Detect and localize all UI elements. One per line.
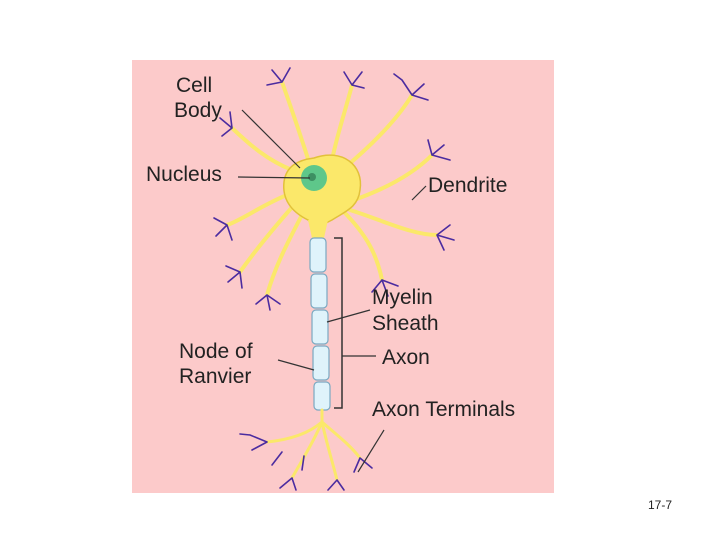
axon-label: Axon	[382, 346, 430, 369]
dendrite-label: Dendrite	[428, 174, 507, 197]
node-label-line1: Node of	[179, 340, 253, 363]
myelin-segment	[311, 309, 329, 345]
myelin-segment	[310, 273, 328, 309]
nucleolus	[308, 173, 316, 181]
myelin-label-line2: Sheath	[372, 312, 439, 335]
myelin-segment	[309, 237, 327, 273]
myelin-sheath-segments	[309, 237, 331, 411]
cell-body-label: Cell Body	[174, 74, 222, 122]
axon-hillock	[308, 220, 328, 238]
diagram-background	[132, 60, 554, 493]
cell-body-leader	[241, 109, 301, 169]
neuron-svg: Cell Body Nucleus Dendrite Myelin Sheath…	[132, 60, 554, 493]
neuron-diagram: Cell Body Nucleus Dendrite Myelin Sheath…	[132, 60, 554, 493]
node-label-line2: Ranvier	[179, 365, 251, 388]
myelin-segment	[312, 345, 330, 381]
nucleus-label: Nucleus	[146, 163, 222, 186]
nucleus-leader	[237, 176, 311, 179]
cell-body-label-line1: Cell	[176, 74, 212, 97]
myelin-sheath-label: Myelin Sheath	[372, 286, 439, 335]
myelin-segment	[313, 381, 331, 411]
node-of-ranvier-label: Node of Ranvier	[179, 340, 258, 388]
dendrite-leader	[411, 185, 427, 201]
axon-bracket	[334, 237, 343, 409]
slide-number: 17-7	[648, 498, 673, 512]
axon-terminals-label: Axon Terminals	[372, 398, 515, 421]
myelin-leader	[326, 309, 371, 323]
node-of-ranvier-leader	[277, 359, 315, 371]
leader-lines	[237, 109, 427, 473]
axon-terminals	[239, 408, 373, 491]
dendrite-branches	[213, 67, 455, 311]
myelin-label-line1: Myelin	[372, 286, 433, 309]
axon-terminals-leader	[357, 429, 385, 473]
cell-body-label-line2: Body	[174, 99, 222, 122]
